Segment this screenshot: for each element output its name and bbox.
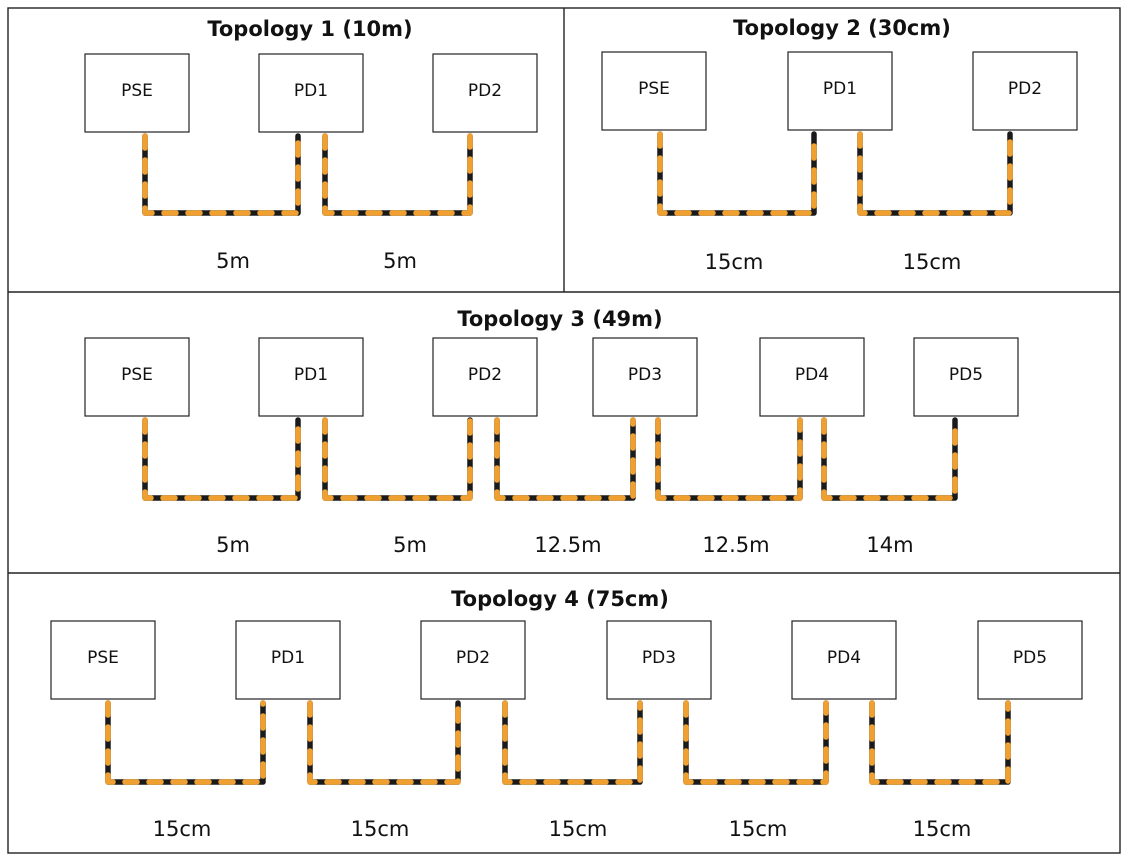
cable-t4-segment-1 bbox=[105, 700, 266, 785]
node-t1-0: PSE bbox=[84, 53, 190, 133]
node-t3-2: PD2 bbox=[432, 337, 538, 417]
panel-borders bbox=[7, 7, 1121, 854]
node-t3-3: PD3 bbox=[592, 337, 698, 417]
node-t2-2: PD2 bbox=[972, 51, 1078, 131]
node-label: PD4 bbox=[795, 365, 829, 385]
cable-length-label: 15cm bbox=[705, 250, 764, 274]
node-box bbox=[432, 337, 538, 417]
node-box bbox=[84, 53, 190, 133]
cable-t4-segment-2 bbox=[307, 700, 461, 785]
topology-2-title: Topology 2 (30cm) bbox=[733, 16, 951, 40]
node-t2-1: PD1 bbox=[787, 51, 893, 131]
node-box bbox=[787, 51, 893, 131]
cable-t3-segment-3 bbox=[494, 417, 636, 501]
node-label: PD5 bbox=[949, 365, 983, 385]
node-t3-0: PSE bbox=[84, 337, 190, 417]
node-t1-1: PD1 bbox=[258, 53, 364, 133]
node-label: PSE bbox=[87, 648, 119, 668]
cable-t4-segment-4 bbox=[683, 700, 829, 785]
cable-t4-segment-5 bbox=[869, 700, 1011, 785]
node-label: PD3 bbox=[642, 648, 676, 668]
node-box bbox=[972, 51, 1078, 131]
cable-length-label: 14m bbox=[866, 533, 913, 557]
cable-t1-segment-2 bbox=[322, 133, 473, 216]
node-label: PD5 bbox=[1013, 648, 1047, 668]
cable-layer bbox=[105, 131, 1013, 785]
node-label: PSE bbox=[121, 365, 153, 385]
node-box bbox=[913, 337, 1019, 417]
node-t4-5: PD5 bbox=[977, 620, 1083, 700]
node-box bbox=[592, 337, 698, 417]
cable-length-label: 15cm bbox=[549, 817, 608, 841]
cable-length-label: 5m bbox=[216, 533, 250, 557]
node-box bbox=[977, 620, 1083, 700]
cable-t2-segment-2 bbox=[857, 131, 1013, 216]
node-t1-2: PD2 bbox=[432, 53, 538, 133]
label-layer: Topology 1 (10m) Topology 2 (30cm) Topol… bbox=[153, 16, 972, 841]
cable-length-label: 5m bbox=[393, 533, 427, 557]
node-t4-1: PD1 bbox=[235, 620, 341, 700]
node-box bbox=[606, 620, 712, 700]
cable-t2-segment-1 bbox=[657, 131, 817, 216]
cable-length-label: 15cm bbox=[729, 817, 788, 841]
node-box bbox=[759, 337, 865, 417]
node-label: PSE bbox=[638, 79, 670, 99]
cable-t4-segment-3 bbox=[502, 700, 643, 785]
cable-t1-segment-1 bbox=[142, 133, 301, 216]
node-box bbox=[420, 620, 526, 700]
node-t3-4: PD4 bbox=[759, 337, 865, 417]
node-box bbox=[84, 337, 190, 417]
node-t4-0: PSE bbox=[50, 620, 156, 700]
cable-length-label: 15cm bbox=[913, 817, 972, 841]
node-label: PD3 bbox=[628, 365, 662, 385]
node-box bbox=[50, 620, 156, 700]
cable-length-label: 15cm bbox=[351, 817, 410, 841]
node-box bbox=[432, 53, 538, 133]
cable-length-label: 5m bbox=[383, 249, 417, 273]
cable-t3-segment-1 bbox=[142, 417, 301, 501]
node-t2-0: PSE bbox=[601, 51, 707, 131]
node-t4-3: PD3 bbox=[606, 620, 712, 700]
node-label: PSE bbox=[121, 81, 153, 101]
node-box bbox=[235, 620, 341, 700]
cable-length-label: 15cm bbox=[903, 250, 962, 274]
cable-length-label: 12.5m bbox=[702, 533, 769, 557]
node-t4-2: PD2 bbox=[420, 620, 526, 700]
node-label: PD4 bbox=[827, 648, 861, 668]
cable-length-label: 15cm bbox=[153, 817, 212, 841]
node-label: PD1 bbox=[271, 648, 305, 668]
node-label: PD2 bbox=[468, 81, 502, 101]
cable-t3-segment-5 bbox=[821, 417, 958, 501]
node-box bbox=[258, 337, 364, 417]
topology-4-title: Topology 4 (75cm) bbox=[451, 587, 669, 611]
cable-t3-segment-2 bbox=[322, 417, 473, 501]
node-box bbox=[791, 620, 897, 700]
cable-length-label: 12.5m bbox=[534, 533, 601, 557]
node-label: PD1 bbox=[823, 79, 857, 99]
node-label: PD1 bbox=[294, 81, 328, 101]
node-label: PD2 bbox=[1008, 79, 1042, 99]
node-label: PD1 bbox=[294, 365, 328, 385]
node-t3-1: PD1 bbox=[258, 337, 364, 417]
topology-1-title: Topology 1 (10m) bbox=[207, 17, 412, 41]
node-box bbox=[258, 53, 364, 133]
node-box bbox=[601, 51, 707, 131]
node-label: PD2 bbox=[456, 648, 490, 668]
node-t3-5: PD5 bbox=[913, 337, 1019, 417]
topology-3-title: Topology 3 (49m) bbox=[457, 307, 662, 331]
cable-length-label: 5m bbox=[216, 249, 250, 273]
node-t4-4: PD4 bbox=[791, 620, 897, 700]
node-label: PD2 bbox=[468, 365, 502, 385]
cable-t3-segment-4 bbox=[655, 417, 803, 501]
